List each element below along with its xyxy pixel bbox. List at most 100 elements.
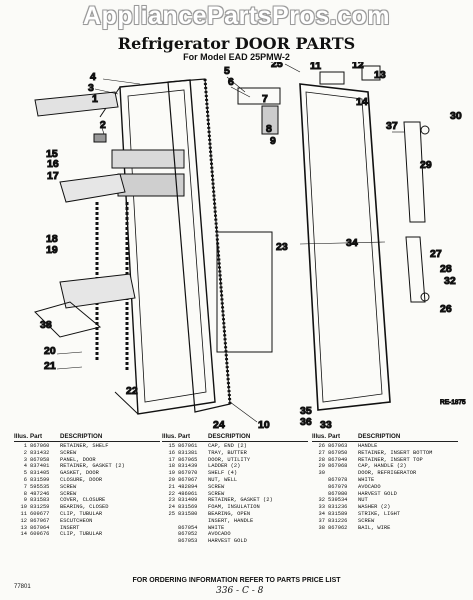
callout-35: 37 [386, 120, 398, 132]
callout-2: 2 [100, 119, 106, 131]
callout-12: 12 [352, 62, 364, 71]
callout-26: 26 [440, 303, 452, 315]
callout-36: 35 [300, 405, 312, 417]
callout-6: 6 [228, 76, 234, 88]
callout-11: 11 [310, 62, 321, 72]
page-code: 77801 [14, 584, 31, 590]
table-row: INSERT, HANDLE [208, 517, 254, 524]
callout-19: 19 [46, 244, 58, 256]
utility-door [59, 173, 126, 203]
callout-16: 16 [47, 158, 59, 170]
door-gasket [167, 78, 232, 413]
ordering-footer: FOR ORDERING INFORMATION REFER TO PARTS … [132, 577, 341, 584]
shelf-retainer [34, 91, 119, 117]
insert [361, 65, 381, 81]
callout-4: 4 [90, 71, 96, 83]
callout-38: 38 [40, 319, 52, 331]
callout-25: 25 [271, 62, 283, 70]
callout-3: 3 [88, 82, 94, 94]
page-title: Refrigerator DOOR PARTS [117, 34, 356, 53]
callout-20: 20 [44, 345, 56, 357]
callout-8: 8 [266, 123, 272, 135]
screw-clip [93, 133, 107, 143]
callout-33: 33 [320, 419, 332, 430]
callout-1: 1 [92, 93, 98, 105]
callout-17: 17 [47, 170, 59, 182]
leader-lines [56, 63, 404, 423]
callout-30: 30 [450, 110, 462, 122]
insulation-foam [216, 231, 273, 353]
callout-15: 15 [46, 148, 58, 160]
callout-14: 14 [356, 96, 368, 108]
model-subtitle: For Model EAD 25PMW-2 [183, 52, 290, 62]
handwritten-note: 336 - C - 8 [216, 586, 264, 596]
callout-22: 22 [126, 385, 138, 397]
callout-34: 34 [346, 237, 358, 249]
callout-7: 7 [262, 93, 268, 105]
wire-bail [34, 301, 102, 338]
callout-29: 29 [420, 159, 432, 171]
callout-9: 9 [270, 135, 276, 147]
callout-18: 18 [46, 233, 58, 245]
callout-10: 10 [258, 419, 270, 430]
callout-13: 13 [374, 69, 386, 81]
callout-23: 24 [213, 419, 225, 430]
callout-5: 5 [224, 65, 230, 77]
callout-32: 32 [444, 275, 456, 287]
door-handle [403, 121, 430, 303]
callout-21: 21 [44, 360, 56, 372]
callout-24: 23 [276, 241, 288, 253]
closure-assembly [237, 87, 281, 105]
escutcheon [319, 71, 345, 85]
watermark: AppliancePartsPros.com [83, 2, 390, 30]
diagram-code: RE-1875 [440, 399, 466, 406]
